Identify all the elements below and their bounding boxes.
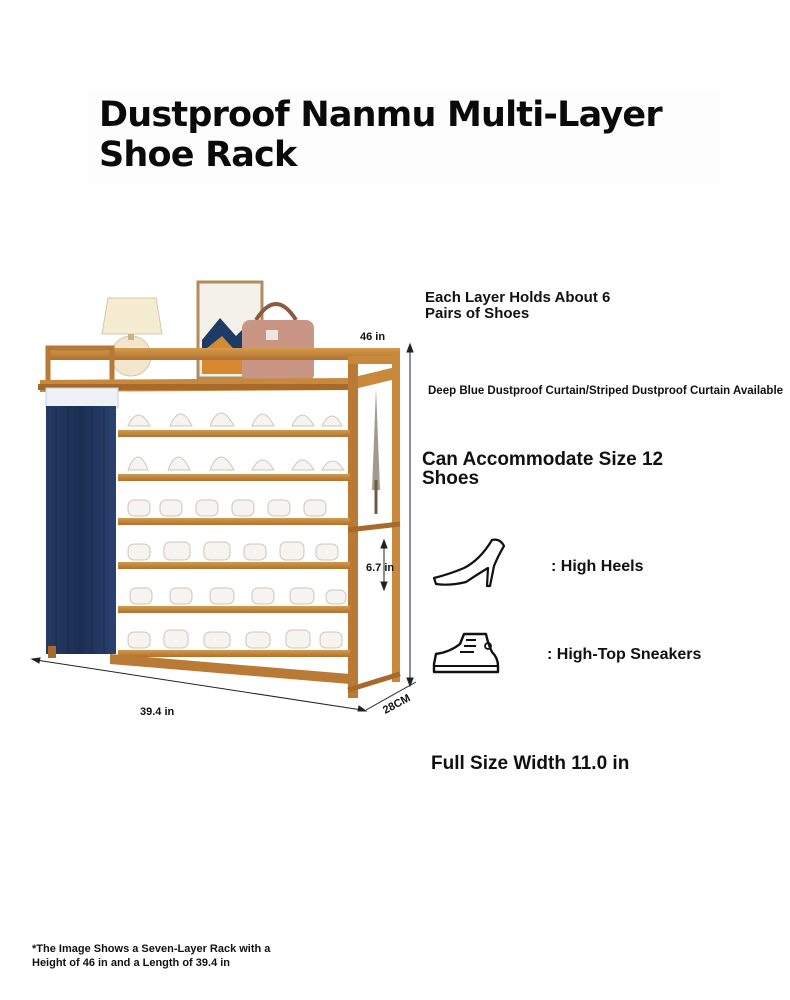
high-heel-icon: [432, 538, 506, 588]
dimension-lines: [30, 342, 417, 712]
layer-capacity-note: Each Layer Holds About 6 Pairs of Shoes: [425, 289, 611, 322]
footnote: *The Image Shows a Seven-Layer Rack with…: [32, 943, 271, 969]
shelves: [110, 430, 350, 684]
product-title: Dustproof Nanmu Multi-Layer Shoe Rack: [99, 95, 663, 175]
curtain-options-note: Deep Blue Dustproof Curtain/Striped Dust…: [428, 385, 784, 397]
shelf-gap-label: 6.7 in: [366, 562, 395, 574]
title-backdrop: [88, 92, 720, 184]
shoes: [127, 412, 347, 649]
legend-high-heels: : High Heels: [551, 558, 644, 575]
height-label: 46 in: [360, 331, 386, 343]
legend-high-top-sneakers: : High-Top Sneakers: [547, 646, 702, 663]
umbrella: [372, 388, 380, 514]
high-top-sneaker-icon: [432, 632, 500, 674]
full-size-width: Full Size Width 11.0 in: [431, 753, 630, 774]
length-label: 39.4 in: [140, 706, 175, 718]
shoe-rack-illustration: [30, 280, 417, 712]
shoe-size-note: Can Accommodate Size 12 Shoes: [422, 449, 664, 489]
